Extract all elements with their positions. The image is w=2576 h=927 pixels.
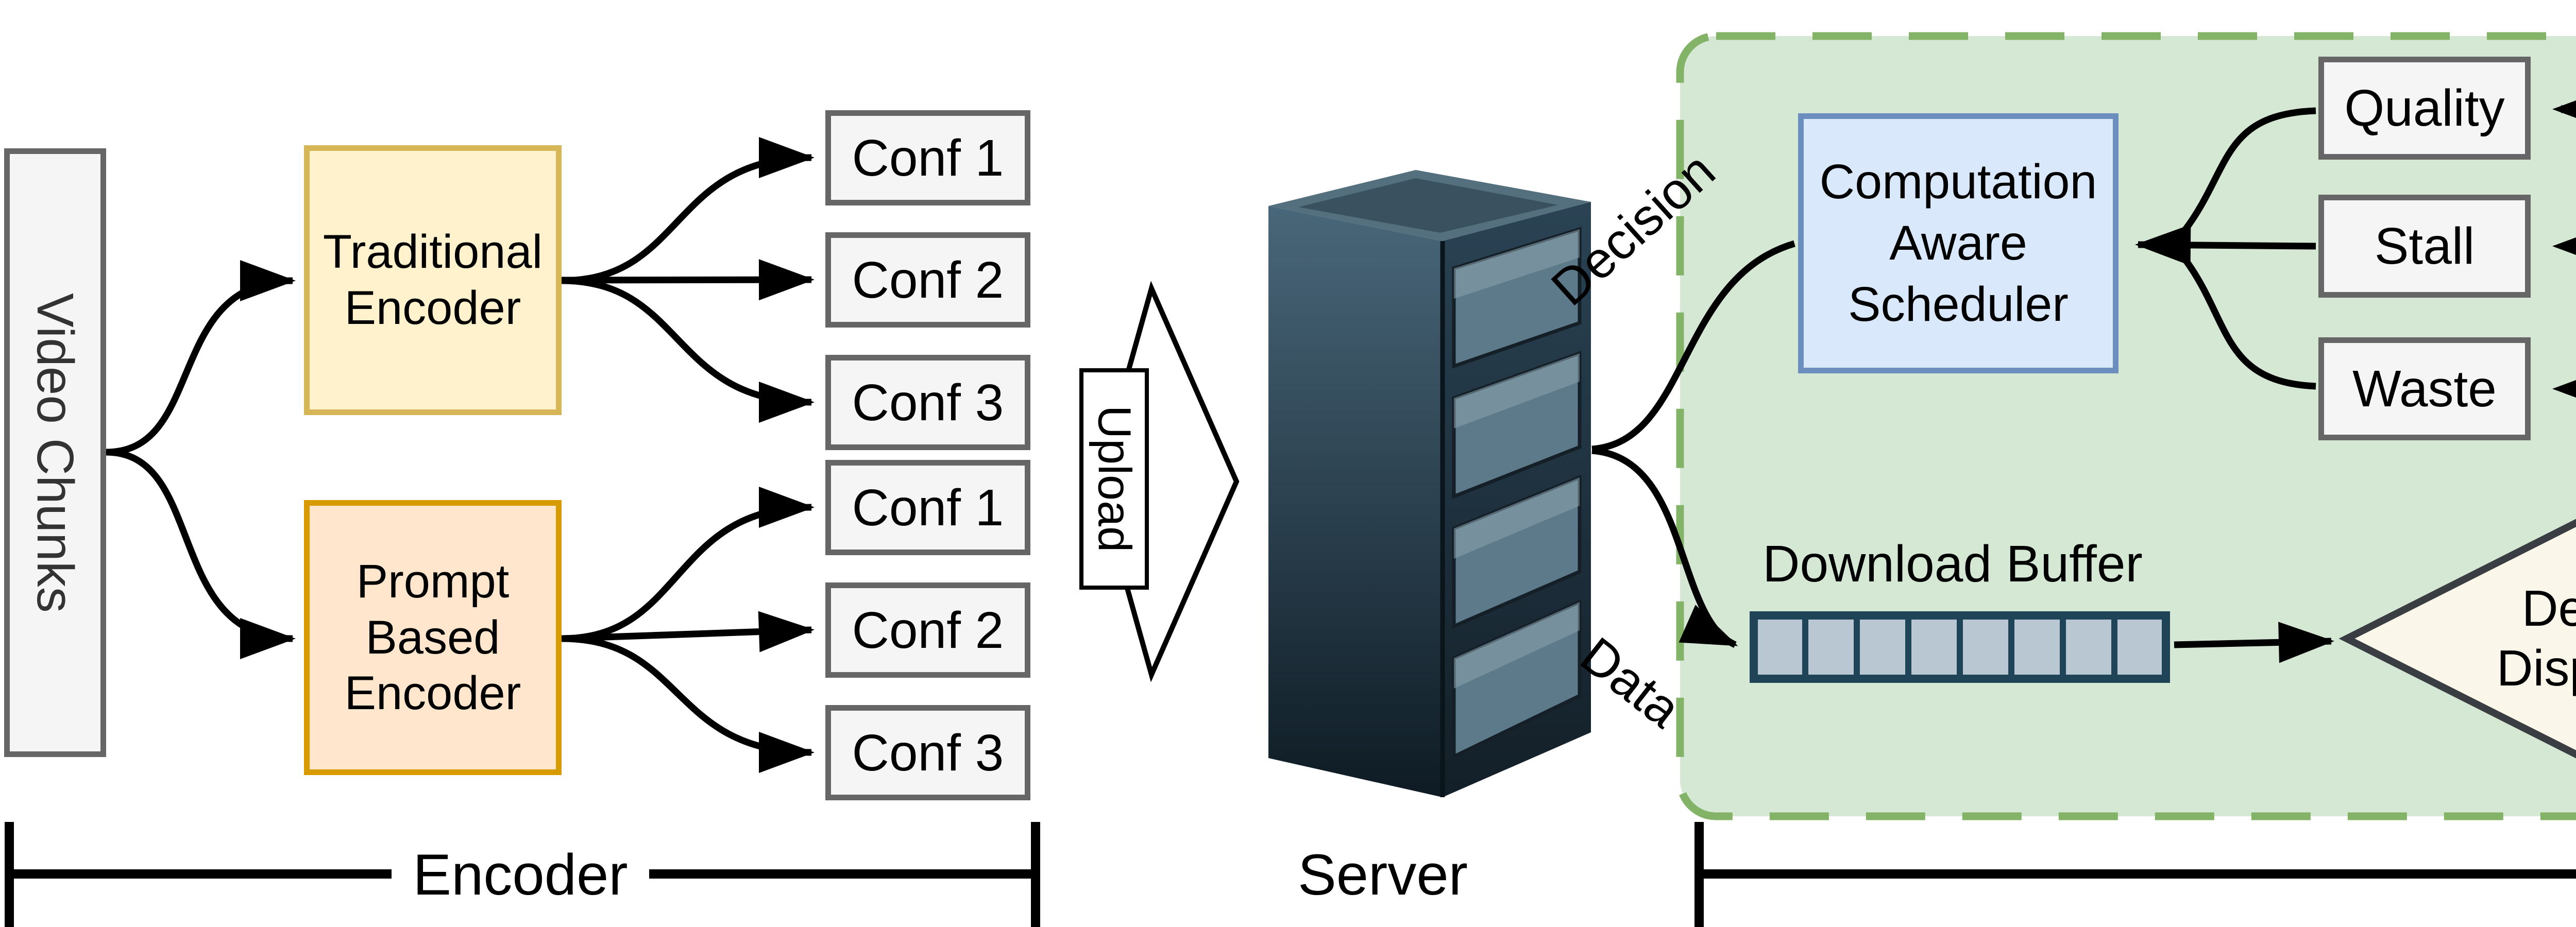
conf-label: Conf 3 xyxy=(852,373,1004,432)
client-section-brace xyxy=(1694,822,2576,927)
scheduler-label: Computation Aware Scheduler xyxy=(1819,154,2097,332)
traditional-encoder-label: Traditional Encoder xyxy=(323,226,543,334)
conf-box-p2: Conf 2 xyxy=(825,582,1030,678)
traditional-encoder-box: Traditional Encoder xyxy=(304,145,562,415)
server-graphic xyxy=(1268,170,1591,797)
conf-box-t1: Conf 1 xyxy=(825,110,1030,205)
connector-chunks-to-prompt-encoder xyxy=(106,449,296,659)
connector-penc-conf3 xyxy=(561,635,815,773)
conf-label: Conf 2 xyxy=(852,601,1004,659)
prompt-encoder-box: Prompt Based Encoder xyxy=(304,500,562,775)
conf-label: Conf 1 xyxy=(852,129,1004,187)
decoder-dispatcher-label: Decoder Dispatcher xyxy=(2496,580,2576,696)
connector-server-data xyxy=(1591,447,1738,648)
download-buffer-label: Download Buffer xyxy=(1762,535,2143,593)
stall-box: Stall xyxy=(2318,195,2531,298)
connector-server-decision xyxy=(1591,240,1795,453)
decoder-dispatcher-diamond xyxy=(2338,519,2576,759)
conf-label: Conf 3 xyxy=(852,724,1004,782)
video-chunks-label: Video Chunks xyxy=(26,293,84,613)
conf-label: Conf 2 xyxy=(852,251,1004,309)
server-section-label: Server xyxy=(1298,842,1468,907)
conf-box-p1: Conf 1 xyxy=(825,460,1030,555)
quality-box: Quality xyxy=(2318,57,2531,160)
waste-label: Waste xyxy=(2352,360,2497,418)
connector-buffer-to-dispatcher xyxy=(2174,622,2334,663)
connector-tenc-conf1 xyxy=(561,137,815,284)
conf-label: Conf 1 xyxy=(852,478,1004,537)
upload-label: Upload xyxy=(1088,405,1140,553)
connector-chunks-to-traditional-encoder xyxy=(106,260,296,456)
connector-penc-conf2 xyxy=(561,611,815,653)
conf-box-t2: Conf 2 xyxy=(825,232,1030,328)
conf-box-p3: Conf 3 xyxy=(825,705,1030,800)
quality-label: Quality xyxy=(2344,79,2505,137)
upload-label-box: Upload xyxy=(1079,368,1149,590)
waste-box: Waste xyxy=(2318,337,2531,440)
connector-penc-conf1 xyxy=(561,487,815,642)
download-buffer xyxy=(1750,611,2170,683)
conf-box-t3: Conf 3 xyxy=(825,355,1030,450)
connector-quality-merge xyxy=(2181,107,2316,233)
connectors xyxy=(106,107,2334,773)
computation-aware-scheduler-box: Computation Aware Scheduler xyxy=(1798,113,2119,373)
encoder-section-label: Encoder xyxy=(392,838,649,912)
video-chunks-box: Video Chunks xyxy=(4,148,106,757)
connector-tenc-conf3 xyxy=(561,277,815,423)
stall-label: Stall xyxy=(2374,217,2475,275)
prompt-encoder-label: Prompt Based Encoder xyxy=(344,555,521,720)
connector-waste-merge xyxy=(2181,256,2316,390)
connector-metrics-to-scheduler xyxy=(2135,224,2316,266)
